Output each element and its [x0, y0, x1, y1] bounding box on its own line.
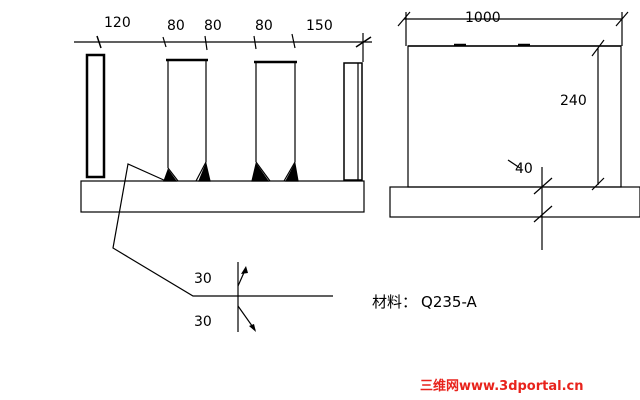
dim-1000: 1000: [465, 10, 501, 26]
weld-size-top: 30: [194, 271, 212, 287]
weld-size-bottom: 30: [194, 314, 212, 330]
weld-fillet-1b: [198, 162, 211, 182]
weld-fillet-2b: [285, 162, 299, 182]
material-value: Q235-A: [421, 293, 478, 311]
side-dim-base-tick-t: [533, 177, 553, 195]
dim-80-a: 80: [167, 18, 185, 34]
side-dim-height-tick-b: [591, 177, 605, 191]
dim-150: 150: [306, 18, 333, 34]
watermark-part1: 三维网: [420, 378, 459, 394]
material-label: 材料：Q235-A: [372, 293, 478, 311]
dim-40: 40: [515, 161, 533, 177]
middle-plate-2: [254, 60, 297, 182]
front-dim-tick-4: [253, 35, 257, 50]
material-label-text: 材料：: [372, 293, 417, 311]
dim-80-b: 80: [204, 18, 222, 34]
side-base-plate: [389, 186, 640, 218]
left-plate: [85, 53, 106, 179]
front-dim-tick-1: [96, 35, 102, 49]
middle-plate-1: [166, 58, 208, 182]
weld-leader-line: [112, 163, 333, 297]
dim-80-c: 80: [255, 18, 273, 34]
front-base-plate: [80, 180, 365, 213]
side-dim-base-tick-b: [533, 205, 553, 223]
weld-fillet-1a: [163, 168, 178, 182]
front-dim-tick-6: [355, 36, 372, 48]
side-dim-width-tick-l: [397, 11, 411, 27]
dim-120: 120: [104, 15, 131, 31]
weld-arrow-top-head: [241, 266, 248, 274]
front-dim-tick-3: [204, 35, 208, 51]
front-dim-tick-2: [162, 36, 167, 48]
weld-arrow-bottom-head: [249, 324, 256, 332]
side-dim-height-tick-t: [591, 39, 605, 57]
watermark: 三维网www.3dportal.cn: [420, 378, 584, 394]
dim-240: 240: [560, 93, 587, 109]
side-dim-base-leader: [507, 159, 521, 169]
front-dim-tick-5: [291, 33, 296, 49]
right-plate: [343, 62, 363, 181]
watermark-part2: www.3dportal.cn: [459, 379, 583, 394]
weld-fillet-2a: [251, 162, 270, 182]
